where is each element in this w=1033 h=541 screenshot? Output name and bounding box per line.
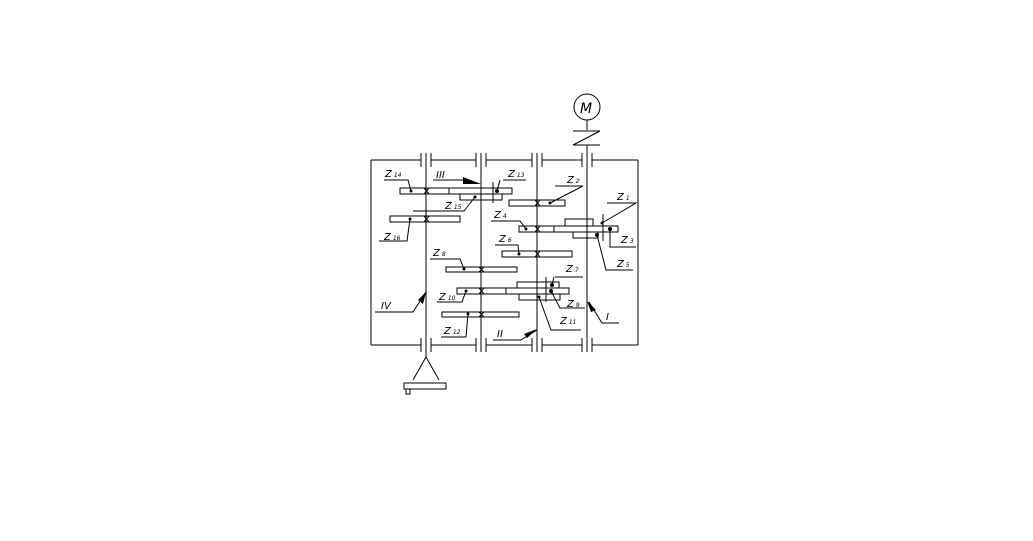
svg-text:Z8: Z8	[432, 248, 446, 259]
gear-label: Z	[565, 264, 574, 275]
shaft-arrows	[375, 177, 619, 341]
gear-label: 12	[453, 329, 461, 336]
svg-text:Z10: Z10	[438, 292, 456, 303]
svg-text:Z9: Z9	[566, 299, 580, 310]
gear-label: 1	[626, 195, 630, 202]
motor-label: M	[580, 101, 592, 117]
gear-label: Z	[566, 299, 575, 310]
svg-text:Z3: Z3	[620, 235, 634, 246]
svg-text:Z11: Z11	[559, 316, 577, 327]
svg-text:Z7: Z7	[565, 264, 579, 275]
gear-label: 2	[576, 178, 580, 185]
gear-label: Z	[566, 175, 575, 186]
gear-label: 15	[454, 204, 462, 211]
leader-lines	[379, 179, 638, 338]
gear-label: 10	[448, 295, 456, 302]
housing	[370, 159, 639, 346]
gear-label: Z	[498, 234, 507, 245]
svg-text:Z14: Z14	[384, 169, 402, 180]
gear-label: Z	[444, 201, 453, 212]
gear-label: 6	[508, 237, 512, 244]
svg-text:Z5: Z5	[616, 259, 630, 270]
gear-label: Z	[384, 169, 393, 180]
shaft-label-i: I	[606, 312, 609, 323]
gear-label: Z	[438, 292, 447, 303]
gear-label: 11	[569, 319, 577, 326]
gear-label: 5	[626, 262, 630, 269]
svg-text:Z6: Z6	[498, 234, 512, 245]
svg-text:Z12: Z12	[443, 326, 461, 337]
gear-label: Z	[620, 235, 629, 246]
svg-text:Z4: Z4	[493, 210, 507, 221]
gear-label: Z	[493, 210, 502, 221]
gear-label: Z	[443, 326, 452, 337]
gear-label: 3	[630, 238, 634, 245]
gear-label: Z	[616, 259, 625, 270]
gear-label: Z	[432, 248, 441, 259]
gear-label: Z	[559, 316, 568, 327]
output-pulley	[403, 356, 447, 395]
gear-label: 9	[576, 302, 580, 309]
gear-label: 8	[442, 251, 446, 258]
shaft-label-iii: III	[436, 170, 445, 181]
svg-text:Z1: Z1	[616, 192, 630, 203]
shaft-label-iv: IV	[381, 301, 392, 312]
gear-label: 4	[503, 213, 507, 220]
shaft-label-ii: II	[497, 329, 503, 340]
svg-text:Z2: Z2	[566, 175, 580, 186]
svg-text:Z13: Z13	[507, 169, 525, 180]
gear-label: Z	[507, 169, 516, 180]
svg-text:Z16: Z16	[383, 232, 401, 243]
svg-text:Z15: Z15	[444, 201, 462, 212]
gear-label: Z	[616, 192, 625, 203]
gear-label: 7	[575, 267, 579, 274]
gear-label: Z	[383, 232, 392, 243]
gear-label: 13	[517, 172, 525, 179]
motor: M	[572, 93, 601, 146]
gear-label: 16	[393, 235, 401, 242]
gears	[389, 160, 619, 345]
gear-label: 14	[394, 172, 402, 179]
